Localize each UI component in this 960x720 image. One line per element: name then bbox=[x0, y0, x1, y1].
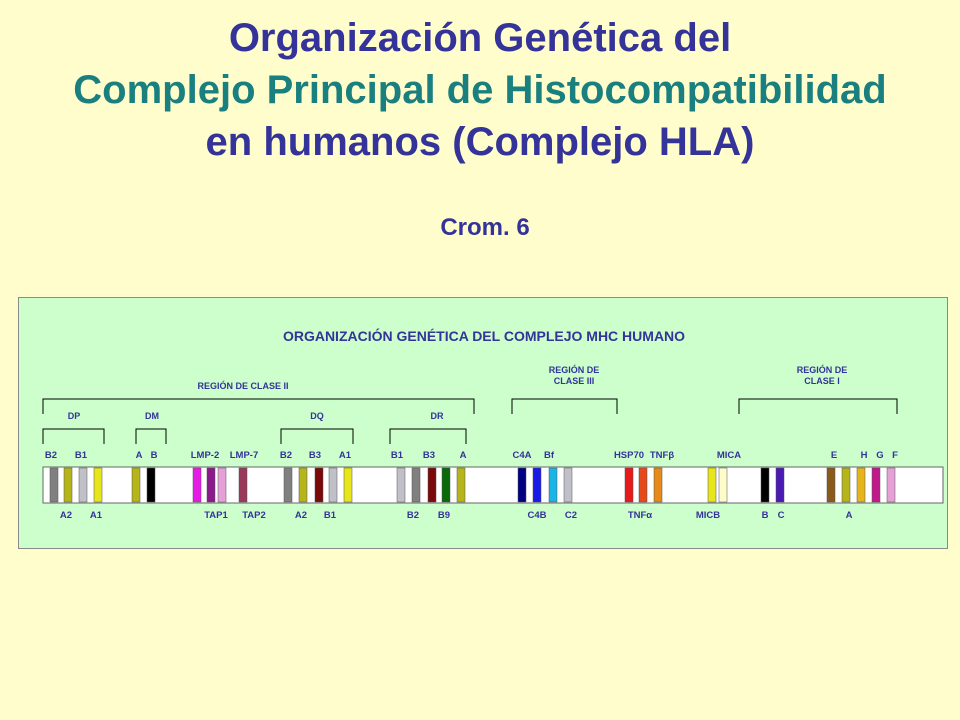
gene-band bbox=[192, 467, 202, 503]
gene-label-bottom: A1 bbox=[90, 510, 103, 521]
gene-label-top: LMP-7 bbox=[230, 450, 259, 461]
gene-label-bottom: A2 bbox=[60, 510, 72, 521]
gene-band bbox=[624, 467, 634, 503]
gene-band bbox=[638, 467, 648, 503]
gene-band bbox=[396, 467, 406, 503]
gene-label-bottom: B1 bbox=[324, 510, 337, 521]
title-line-3: en humanos (Complejo HLA) bbox=[205, 120, 755, 164]
gene-band bbox=[49, 467, 59, 503]
gene-band bbox=[314, 467, 324, 503]
gene-label-bottom: TNFα bbox=[628, 510, 652, 521]
gene-band bbox=[517, 467, 527, 503]
gene-label-bottom: C4B bbox=[527, 510, 546, 521]
gene-label-top: C4A bbox=[512, 450, 531, 461]
gene-band bbox=[146, 467, 156, 503]
gene-band bbox=[217, 467, 227, 503]
mhc-diagram-panel: ORGANIZACIÓN GENÉTICA DEL COMPLEJO MHC H… bbox=[18, 297, 948, 549]
gene-label-top: B1 bbox=[75, 450, 88, 461]
gene-label-top: B2 bbox=[280, 450, 292, 461]
subregion-dr-label: DR bbox=[431, 411, 444, 421]
chromosome-label: Crom. 6 bbox=[440, 214, 530, 241]
gene-band bbox=[93, 467, 103, 503]
gene-band bbox=[298, 467, 308, 503]
gene-band bbox=[871, 467, 881, 503]
gene-band bbox=[841, 467, 851, 503]
title-line-1: Organización Genética del bbox=[228, 16, 732, 60]
gene-label-bottom: A bbox=[846, 510, 853, 521]
subregion-dm-bracket bbox=[135, 428, 167, 444]
title-line-2: Complejo Principal de Histocompatibilida… bbox=[73, 68, 887, 112]
gene-band bbox=[441, 467, 451, 503]
gene-label-top: Bf bbox=[544, 450, 555, 461]
gene-band bbox=[707, 467, 717, 503]
gene-band bbox=[548, 467, 558, 503]
subregion-dq-bracket bbox=[280, 428, 354, 444]
gene-band bbox=[886, 467, 896, 503]
gene-label-top: B1 bbox=[391, 450, 404, 461]
gene-label-top: A bbox=[136, 450, 143, 461]
chromosome-bar bbox=[42, 466, 944, 504]
diagram-title: ORGANIZACIÓN GENÉTICA DEL COMPLEJO MHC H… bbox=[282, 328, 686, 344]
gene-label-bottom: B9 bbox=[438, 510, 450, 521]
gene-band bbox=[343, 467, 353, 503]
gene-band bbox=[283, 467, 293, 503]
gene-label-bottom: C2 bbox=[565, 510, 577, 521]
gene-label-bottom: MICB bbox=[696, 510, 720, 521]
gene-band bbox=[238, 467, 248, 503]
gene-label-top: F bbox=[892, 450, 898, 461]
gene-label-bottom: B bbox=[762, 510, 769, 521]
gene-band bbox=[826, 467, 836, 503]
gene-label-top: B2 bbox=[45, 450, 57, 461]
gene-label-top: A bbox=[460, 450, 467, 461]
subregion-dr-bracket bbox=[389, 428, 467, 444]
gene-band bbox=[856, 467, 866, 503]
gene-band bbox=[78, 467, 88, 503]
gene-label-top: LMP-2 bbox=[191, 450, 220, 461]
region-class-i-bracket bbox=[738, 398, 898, 414]
gene-band bbox=[206, 467, 216, 503]
gene-band bbox=[427, 467, 437, 503]
subregion-dp-bracket bbox=[42, 428, 105, 444]
subregion-dq-label: DQ bbox=[310, 411, 324, 421]
gene-band bbox=[760, 467, 770, 503]
gene-label-top: G bbox=[876, 450, 883, 461]
gene-label-top: TNFβ bbox=[650, 450, 674, 461]
gene-band bbox=[328, 467, 338, 503]
gene-band bbox=[63, 467, 73, 503]
region-class-ii-bracket bbox=[42, 398, 475, 414]
gene-band bbox=[532, 467, 542, 503]
gene-label-top: H bbox=[861, 450, 868, 461]
gene-band bbox=[563, 467, 573, 503]
gene-band bbox=[718, 467, 728, 503]
gene-band bbox=[653, 467, 663, 503]
gene-label-top: B bbox=[151, 450, 158, 461]
region-class-iii-bracket bbox=[511, 398, 618, 414]
gene-band bbox=[456, 467, 466, 503]
gene-label-bottom: C bbox=[778, 510, 785, 521]
subregion-dp-label: DP bbox=[68, 411, 81, 421]
gene-label-top: HSP70 bbox=[614, 450, 644, 461]
gene-band bbox=[775, 467, 785, 503]
gene-band bbox=[411, 467, 421, 503]
gene-label-bottom: B2 bbox=[407, 510, 419, 521]
gene-label-top: B3 bbox=[309, 450, 321, 461]
gene-label-bottom: TAP2 bbox=[242, 510, 266, 521]
region-class-ii-label: REGIÓN DE CLASE II bbox=[197, 380, 288, 391]
gene-label-bottom: A2 bbox=[295, 510, 307, 521]
gene-label-top: MICA bbox=[717, 450, 741, 461]
subregion-dm-label: DM bbox=[145, 411, 159, 421]
gene-label-top: A1 bbox=[339, 450, 352, 461]
gene-label-top: B3 bbox=[423, 450, 435, 461]
gene-band bbox=[131, 467, 141, 503]
gene-bands bbox=[49, 467, 896, 503]
gene-label-bottom: TAP1 bbox=[204, 510, 228, 521]
gene-label-top: E bbox=[831, 450, 837, 461]
